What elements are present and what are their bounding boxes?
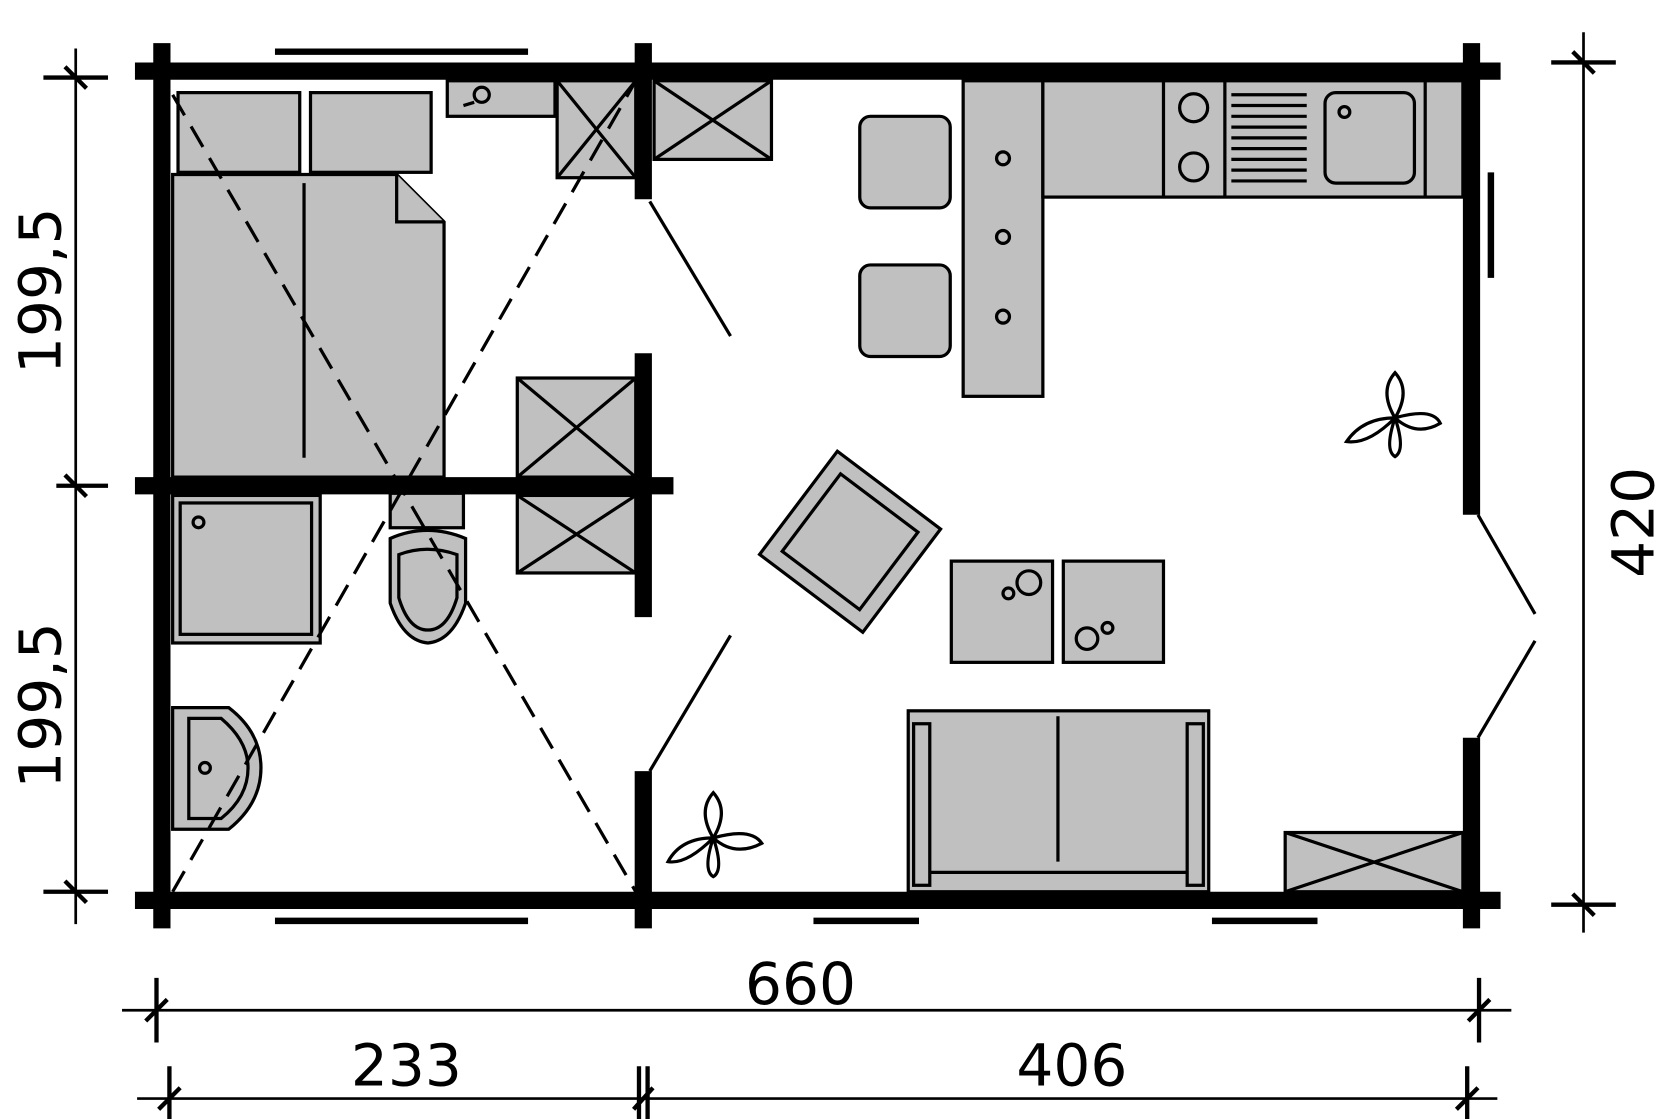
right-width-label: 406 (1016, 1032, 1127, 1100)
washbasin (171, 705, 263, 831)
tables (949, 559, 1166, 664)
left-width-label: 233 (351, 1032, 462, 1100)
wardrobes (515, 79, 1465, 894)
wardrobe (515, 376, 638, 479)
wardrobe (652, 79, 774, 162)
kitchen-sink (1323, 91, 1417, 185)
door-swings (171, 79, 1537, 893)
total-height-label: 420 (1600, 467, 1668, 578)
wardrobe (555, 79, 638, 180)
burner (1178, 92, 1210, 124)
plant (665, 790, 765, 879)
burner (1178, 151, 1210, 183)
windows (274, 48, 1495, 925)
sofa (906, 709, 1211, 894)
plant (1343, 370, 1443, 459)
toilet (388, 491, 468, 645)
total-width-label: 660 (745, 950, 856, 1018)
upper-height-label: 199,5 (7, 208, 75, 374)
armchair (757, 448, 943, 635)
stools (858, 114, 952, 359)
bed (171, 91, 446, 479)
wardrobe (515, 493, 638, 575)
dimension-lines (43, 32, 1616, 1119)
shower (171, 493, 322, 645)
shelf (445, 79, 557, 118)
lower-height-label: 199,5 (7, 622, 75, 788)
kitchen (961, 79, 1465, 398)
walls (134, 43, 1501, 929)
wardrobe (1283, 830, 1465, 894)
